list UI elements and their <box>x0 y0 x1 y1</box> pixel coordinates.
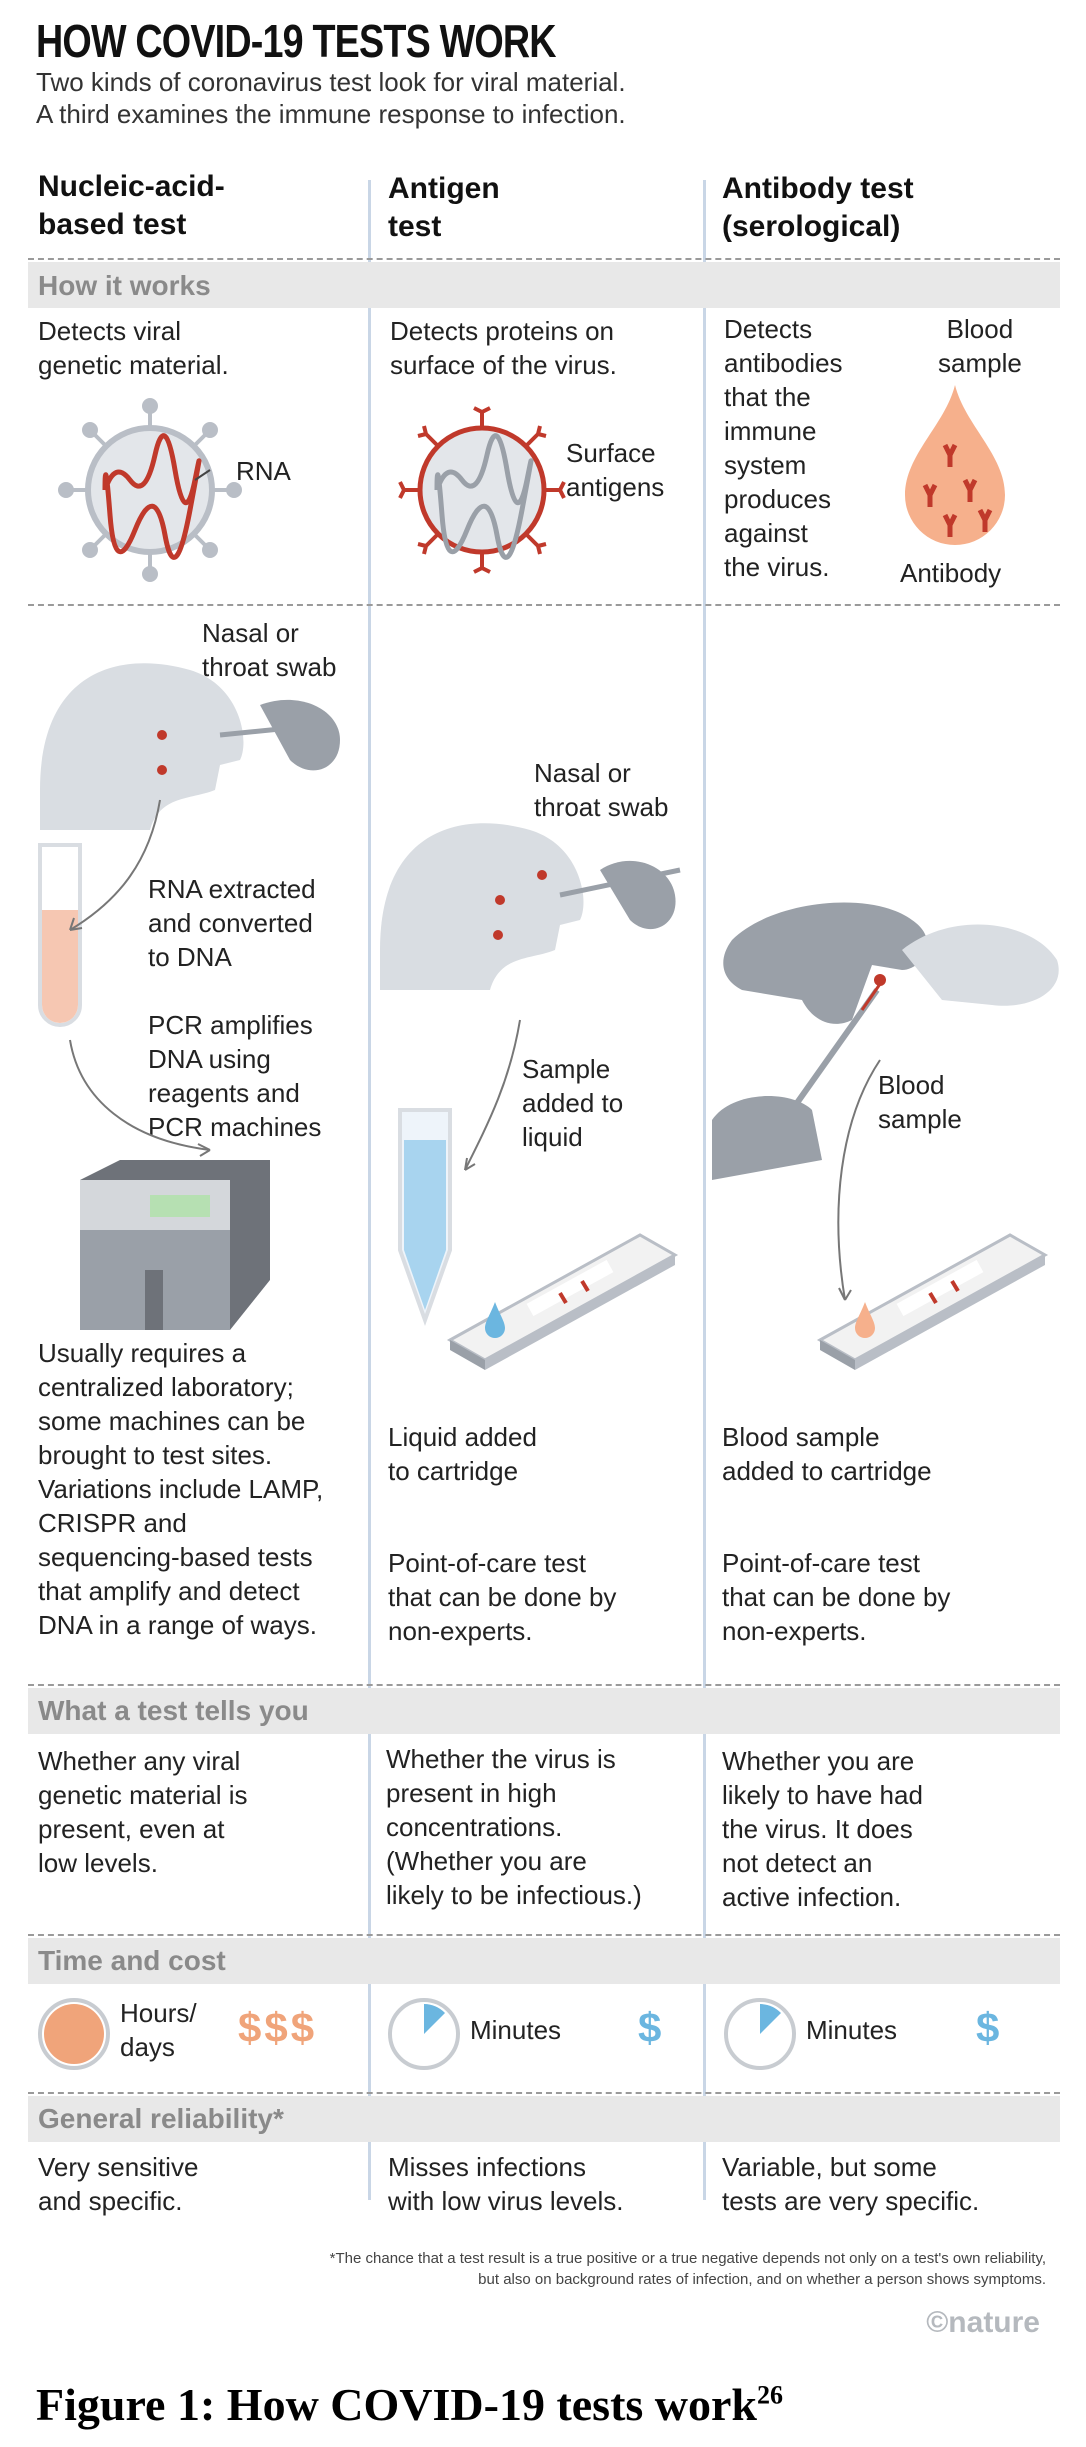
subtitle-line-1: Two kinds of coronavirus test look for v… <box>36 67 626 97</box>
test-cartridge-icon <box>816 1233 1049 1370</box>
section-title-reliability: General reliability* <box>38 2103 284 2134</box>
blood-drop-antibody-icon <box>905 385 1005 545</box>
finger-prick-illustration <box>712 902 1059 1180</box>
virus-surface-antigens-icon <box>398 406 566 574</box>
pcr-machine-icon <box>80 1160 270 1330</box>
arrow-icon <box>69 799 161 931</box>
page-title: HOW COVID-19 TESTS WORK <box>36 15 557 67</box>
divider <box>28 604 1060 606</box>
column-divider <box>368 180 371 2200</box>
arrow-icon <box>69 1039 211 1157</box>
arrow-icon <box>837 1059 881 1301</box>
section-band-time <box>28 1938 1060 1984</box>
subtitle-line-2: A third examines the immune response to … <box>36 99 626 129</box>
test-tube-icon <box>38 843 82 1027</box>
antibody-label: Antibody <box>900 558 1002 588</box>
head-swab-illustration <box>40 663 340 830</box>
liquid-vial-icon <box>398 1108 452 1326</box>
section-title-tells: What a test tells you <box>38 1695 309 1726</box>
cost-high-icon: $$$ <box>238 2004 318 2051</box>
nature-credit-logo: ©nature <box>926 2306 1040 2339</box>
cost-low-icon: $ <box>638 2004 662 2051</box>
divider <box>28 258 1060 260</box>
antibody-time-label: Minutes <box>806 2015 898 2045</box>
test-cartridge-icon <box>446 1233 679 1370</box>
divider <box>28 1684 1060 1686</box>
column-heading-antibody: Antibody test(serological) <box>722 172 914 243</box>
clock-minutes-icon <box>724 1998 796 2070</box>
footnote: *The chance that a test result is a true… <box>329 2250 1046 2288</box>
clock-minutes-icon <box>388 1998 460 2070</box>
section-band-reliability <box>28 2096 1060 2142</box>
clock-hours-icon <box>38 1998 110 2070</box>
section-title-time: Time and cost <box>38 1945 226 1976</box>
divider <box>28 1934 1060 1936</box>
column-heading-nucleic: Nucleic-acid-based test <box>38 170 225 241</box>
arrow-icon <box>464 1019 521 1171</box>
nucleic-time-label: Hours/days <box>120 1998 197 2062</box>
head-swab-illustration <box>380 823 681 990</box>
column-divider <box>703 180 706 2200</box>
cost-low-icon: $ <box>976 2004 1000 2051</box>
figure-caption: Figure 1: How COVID-19 tests work26 <box>36 2379 784 2430</box>
antigen-time-label: Minutes <box>470 2015 562 2045</box>
rna-label: RNA <box>236 456 291 486</box>
divider <box>28 2092 1060 2094</box>
section-title-how: How it works <box>38 270 211 301</box>
section-band-how <box>28 262 1060 308</box>
section-band-tells <box>28 1688 1060 1734</box>
virus-rna-icon <box>58 398 242 582</box>
